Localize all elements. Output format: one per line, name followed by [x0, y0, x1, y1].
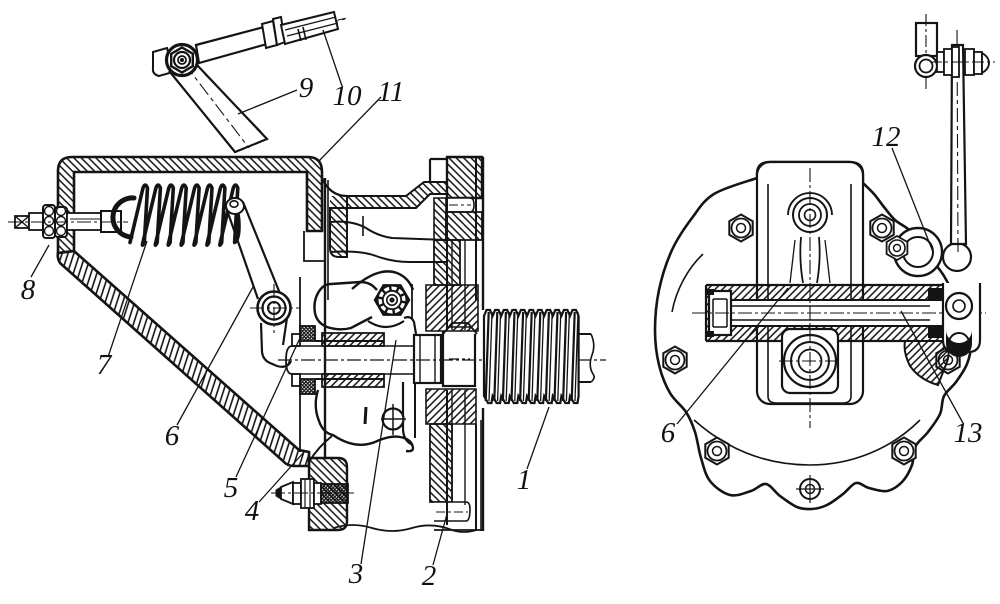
svg-text:9: 9 — [299, 72, 314, 104]
svg-text:1: 1 — [517, 464, 532, 496]
svg-text:8: 8 — [21, 274, 36, 306]
svg-text:10: 10 — [333, 80, 363, 112]
svg-text:6: 6 — [661, 417, 676, 449]
svg-text:5: 5 — [224, 472, 239, 504]
svg-text:11: 11 — [378, 76, 405, 108]
svg-text:6: 6 — [165, 420, 180, 452]
svg-text:4: 4 — [245, 495, 260, 527]
svg-text:2: 2 — [422, 560, 437, 592]
svg-text:3: 3 — [348, 558, 364, 590]
svg-text:7: 7 — [97, 349, 113, 381]
svg-text:12: 12 — [872, 121, 901, 153]
svg-text:13: 13 — [954, 417, 983, 449]
